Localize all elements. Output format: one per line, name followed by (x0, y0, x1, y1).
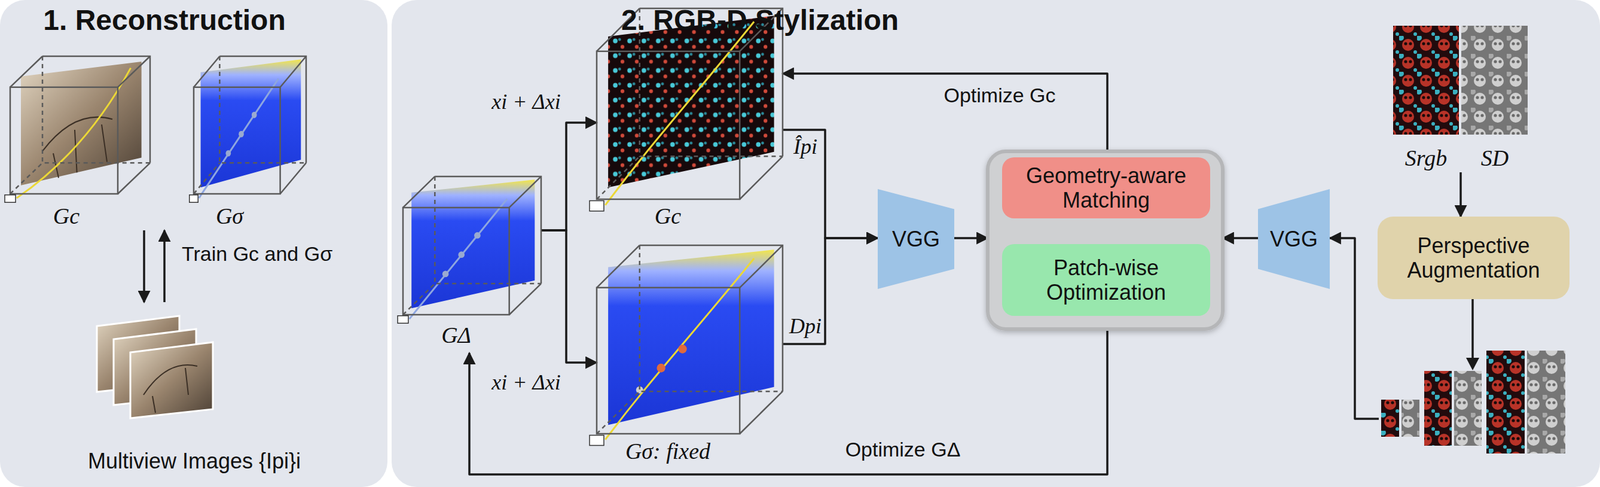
cube-illustration (589, 8, 783, 212)
cube-illustration (589, 245, 783, 446)
connector (541, 122, 597, 231)
box-text: Perspective Augmentation (1384, 233, 1563, 283)
process-box: Patch-wise Optimization (1002, 243, 1211, 316)
edge-label: xi + Δxi (489, 370, 563, 395)
field-label: Gc (654, 203, 682, 229)
edge-label: Dpi (786, 314, 824, 339)
offset-field: GΔ (402, 173, 542, 353)
field-label: Gσ: fixed (625, 438, 711, 464)
cube-illustration (10, 56, 151, 194)
connector (954, 236, 988, 240)
augmented-images (1527, 350, 1566, 454)
style-depth (1461, 25, 1528, 135)
augmented-images (1454, 370, 1482, 446)
connector (1222, 236, 1258, 240)
cube-illustration (402, 176, 542, 315)
style-image (1393, 25, 1459, 135)
cube-illustration (457, 251, 465, 258)
image-stack (96, 315, 213, 418)
encoder-block: VGG (1257, 188, 1330, 289)
edge-label: Îpi (791, 135, 820, 160)
cube-illustration (4, 56, 151, 203)
encoder-label: VGG (892, 226, 940, 252)
cube-illustration (596, 8, 783, 200)
cube-illustration (596, 245, 783, 434)
cube-illustration (605, 21, 754, 206)
cube-illustration (189, 56, 307, 203)
augmented-images (1381, 399, 1400, 437)
cube-illustration (193, 56, 307, 194)
box-text: Geometry-aware Matching (1009, 163, 1203, 213)
image-stack (130, 342, 213, 418)
image-label: Multiview Images {Ipi}i (87, 449, 301, 473)
field-label: GΔ (441, 322, 472, 348)
augmented-images (1486, 350, 1525, 454)
encoder-shape (877, 188, 955, 289)
color-field: Gc (10, 53, 155, 231)
box-text: Patch-wise Optimization (1009, 255, 1203, 305)
image-set: Multiview Images {Ipi}i (59, 301, 329, 482)
cube-illustration (589, 434, 604, 445)
cube-illustration (442, 270, 450, 278)
augmented-images (1424, 370, 1452, 446)
encoder-block: VGG (877, 188, 955, 289)
density-field: Gσ (159, 53, 307, 231)
edge-label: Train Gc and Gσ (179, 242, 335, 265)
connector (469, 315, 1108, 475)
cube-illustration (397, 315, 409, 324)
cube-illustration (474, 231, 481, 239)
panel-title: 1. Reconstruction (43, 3, 286, 37)
connector (782, 129, 878, 238)
connector (142, 230, 146, 302)
cube-illustration (605, 258, 754, 440)
edge-label: Optimize GΔ (843, 438, 964, 461)
connector (541, 230, 597, 363)
cube-illustration (251, 111, 258, 119)
encoder-label: VGG (1269, 226, 1318, 252)
arrow-head (1466, 357, 1480, 371)
image-stack (143, 364, 198, 413)
cube-illustration (397, 176, 542, 323)
augmented-images (1401, 399, 1420, 437)
process-box: Geometry-aware Matching (1002, 157, 1211, 219)
image-label: SD (1481, 145, 1509, 172)
style-images: Srgb SD (1387, 22, 1534, 173)
cube-illustration (238, 130, 244, 138)
connector (782, 237, 878, 344)
cube-illustration (199, 78, 279, 198)
connector (782, 73, 1108, 158)
edge-label: xi + Δxi (489, 90, 563, 115)
density-field: Gσ: fixed (596, 242, 783, 467)
cube-illustration (589, 200, 604, 211)
cube-illustration (409, 199, 508, 320)
cube-illustration (678, 344, 687, 354)
panel-title: 2. RGB-D Stylization (621, 3, 899, 37)
field-label: Gc (53, 203, 80, 229)
cube-illustration (189, 194, 198, 203)
image-label: Srgb (1405, 145, 1447, 172)
cube-illustration (226, 150, 232, 157)
connector (163, 230, 166, 302)
cube-illustration (4, 194, 16, 203)
field-label: Gσ (215, 203, 244, 229)
process-box: Perspective Augmentation (1377, 216, 1570, 299)
augmented-images (1381, 350, 1566, 454)
connector (1459, 172, 1462, 217)
cube-illustration (656, 363, 665, 373)
edge-label: Optimize Gc (941, 84, 1058, 107)
cube-illustration (411, 179, 535, 308)
encoder-shape (1257, 188, 1330, 289)
module-container (987, 151, 1223, 329)
color-field: Gc (596, 5, 783, 231)
